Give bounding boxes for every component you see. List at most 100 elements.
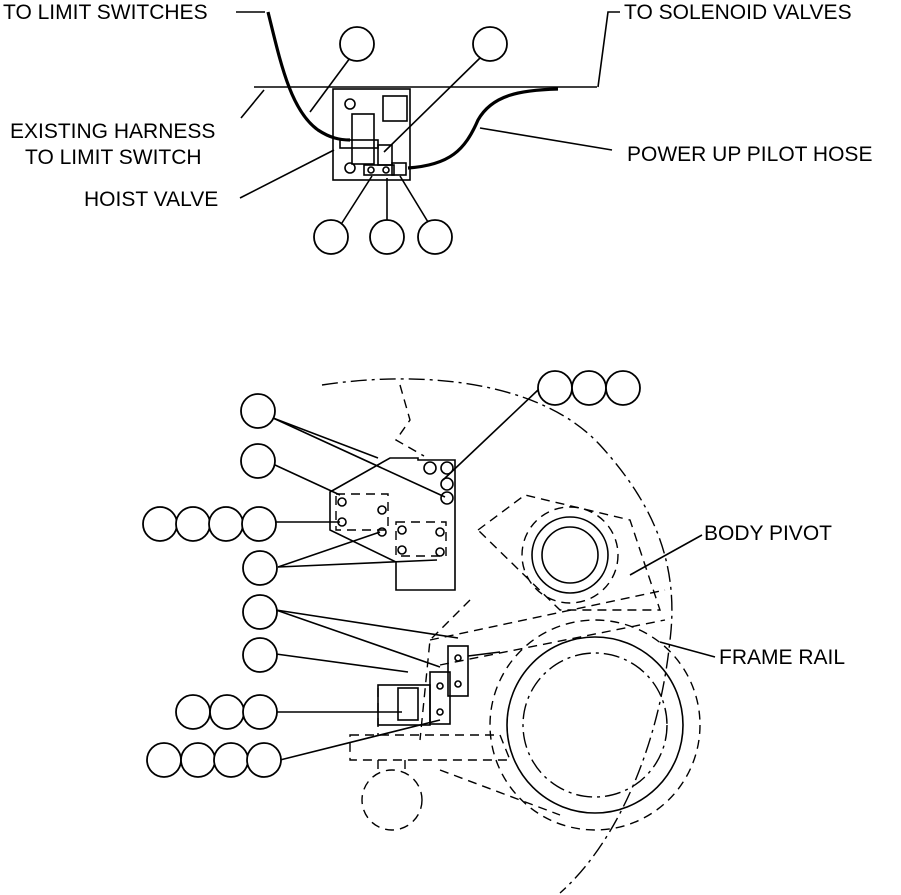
body-pivot-leader [629, 534, 703, 576]
limit-switch [429, 671, 451, 725]
callout-bubble [242, 637, 278, 673]
callout-bubble [537, 370, 573, 406]
callout-bubble [213, 742, 249, 778]
leader [399, 175, 429, 223]
label-power-up-pilot-hose: POWER UP PILOT HOSE [627, 143, 872, 166]
callout-bubble [369, 219, 405, 255]
pivot-pin-outer [531, 516, 609, 594]
label-limit-switches: TO LIMIT SWITCHES [3, 1, 208, 24]
mount-bolt [440, 477, 454, 491]
label-body-pivot: BODY PIVOT [704, 522, 832, 545]
solenoid-valve [395, 521, 447, 557]
hoist-valve-bracket [382, 95, 408, 122]
callout-bubble [146, 742, 182, 778]
callout-bubble [142, 506, 178, 542]
leader [277, 559, 438, 568]
cylinder-outer [489, 619, 701, 831]
callout-bubble [180, 742, 216, 778]
label-solenoid-valves: TO SOLENOID VALVES [624, 1, 852, 24]
leader [309, 57, 351, 113]
hose-fitting [391, 162, 407, 176]
callout-bubble [175, 694, 211, 730]
leader [272, 417, 379, 459]
body-pivot-detail: BODY PIVOT FRAME RAIL [142, 370, 845, 894]
switch-screw [436, 708, 444, 716]
power-up-pilot-hose [407, 87, 559, 170]
harness-connector [339, 139, 379, 149]
switch-mount-plate [377, 684, 431, 726]
mount-bolt [440, 491, 454, 505]
fitting [397, 545, 407, 555]
hoist-valve-body [332, 88, 411, 181]
cylinder-inner [522, 652, 668, 798]
frame-rail-top [429, 589, 666, 641]
crossmember-lower [439, 769, 561, 816]
fitting-port [363, 164, 395, 176]
leader [275, 609, 459, 639]
switch-arm [467, 651, 501, 657]
callout-bubble [208, 506, 244, 542]
label-hoist-valve: HOIST VALVE [84, 188, 218, 211]
port-plug [367, 166, 375, 174]
pivot-pin-inner [541, 526, 599, 584]
crossmember [349, 734, 512, 761]
fitting [337, 497, 347, 507]
leader [274, 464, 341, 496]
callout-bubble [605, 370, 641, 406]
valve-spool-block [351, 113, 375, 165]
mount-bolt [423, 461, 437, 475]
callout-bubble [209, 694, 245, 730]
existing-harness-wire [266, 11, 351, 142]
callout-bubble [241, 506, 277, 542]
mount-bolt [344, 98, 356, 110]
leader [272, 417, 446, 498]
callout-bubble [571, 370, 607, 406]
callout-bubble [417, 219, 453, 255]
limit-switch [447, 645, 469, 697]
port-plug [382, 166, 390, 174]
callout-bubble [242, 594, 278, 630]
frame-rail-edge [419, 599, 471, 741]
callout-bubble [242, 550, 278, 586]
pivot-boss [521, 506, 619, 604]
callout-bubble [175, 506, 211, 542]
label-existing-harness: EXISTING HARNESS [10, 120, 215, 143]
switch-screw [436, 682, 444, 690]
leader [339, 175, 373, 227]
leader [277, 531, 381, 568]
harness-leader [240, 89, 265, 119]
solenoid-leader [597, 11, 620, 88]
fitting [397, 525, 407, 535]
hoist-valve-leader [239, 149, 335, 199]
solenoid-mount-plate [329, 457, 456, 591]
callout-bubble [246, 742, 282, 778]
callout-bubble [242, 694, 278, 730]
fitting [377, 505, 387, 515]
pivot-housing [476, 494, 661, 611]
mount-bolt [440, 461, 454, 475]
fitting [435, 527, 445, 537]
fitting [435, 547, 445, 557]
switch-screw [454, 680, 462, 688]
fitting [377, 144, 393, 166]
label-to-limit-switch: TO LIMIT SWITCH [25, 146, 202, 169]
leader [279, 719, 441, 761]
callout-bubble [313, 219, 349, 255]
ball-stud [361, 769, 423, 831]
solenoid-valve [335, 493, 389, 531]
leader [383, 57, 481, 153]
callout-bubble [339, 26, 375, 62]
hoist-valve-detail: TO LIMIT SWITCHES TO SOLENOID VALVES EXI… [3, 1, 872, 255]
label-frame-rail: FRAME RAIL [719, 646, 845, 669]
leader [275, 609, 441, 668]
frame-rail-bottom [439, 619, 666, 666]
leader [275, 653, 409, 673]
switch-screw [454, 654, 462, 662]
callout-bubble [240, 443, 276, 479]
frame-rail-leader [659, 641, 716, 658]
mount-bolt [344, 162, 356, 174]
callout-bubble [472, 26, 508, 62]
pilot-hose-leader [479, 127, 613, 151]
bracket-outline [394, 384, 425, 457]
